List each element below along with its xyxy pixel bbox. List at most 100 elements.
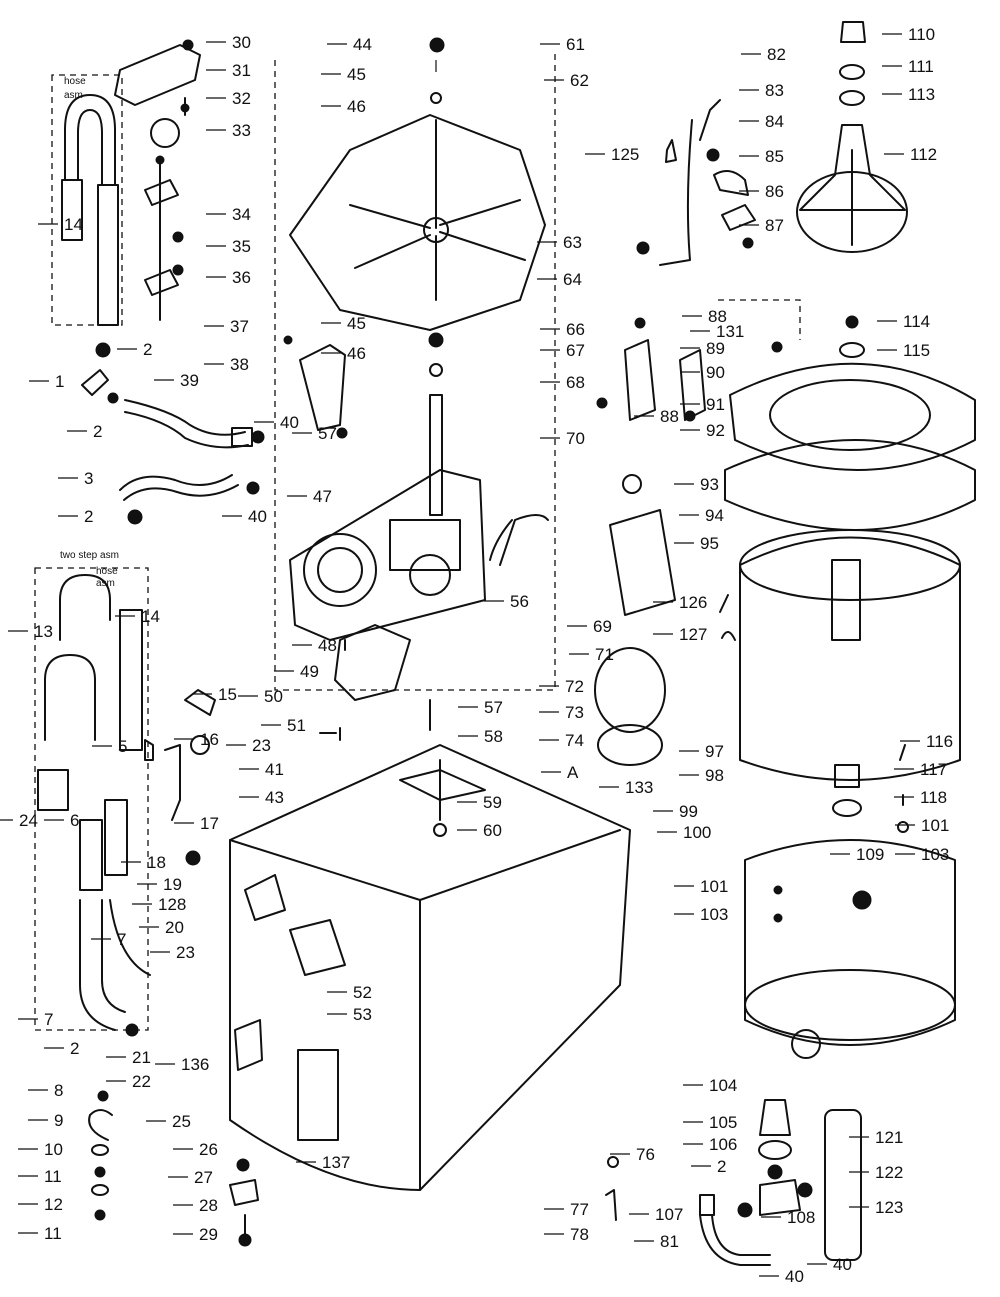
part-callout: 46 — [347, 97, 366, 116]
part-callout: 2 — [93, 422, 102, 441]
part-callout: 62 — [570, 71, 589, 90]
part-callout: 90 — [706, 363, 725, 382]
part-callout: 6 — [70, 811, 79, 830]
part-callout: 35 — [232, 237, 251, 256]
part-callout: 47 — [313, 487, 332, 506]
part-callout: 78 — [570, 1225, 589, 1244]
part-callout: 58 — [484, 727, 503, 746]
part-callout: 64 — [563, 270, 582, 289]
part-callout: 88 — [660, 407, 679, 426]
agitator-assembly-box — [274, 50, 556, 691]
part-callout: 44 — [353, 35, 372, 54]
part-callout: 23 — [252, 736, 271, 755]
part-callout: 33 — [232, 121, 251, 140]
part-callout: 108 — [787, 1208, 815, 1227]
part-callout: 43 — [265, 788, 284, 807]
part-callout: 103 — [921, 845, 949, 864]
part-callout: 22 — [132, 1072, 151, 1091]
suspension-parts — [596, 99, 783, 494]
part-callout: 17 — [200, 814, 219, 833]
part-callout: 40 — [280, 413, 299, 432]
part-callout: 95 — [700, 534, 719, 553]
part-callout: 118 — [920, 788, 947, 807]
part-callout: 2 — [143, 340, 152, 359]
motor-assembly — [594, 509, 736, 766]
part-callout: 31 — [232, 61, 251, 80]
part-callout: 34 — [232, 205, 251, 224]
part-callout: 20 — [165, 918, 184, 937]
part-callout: 27 — [194, 1168, 213, 1187]
part-callout: 76 — [636, 1145, 655, 1164]
part-callout: 37 — [230, 317, 249, 336]
part-callout: 45 — [347, 65, 366, 84]
part-callout: 59 — [483, 793, 502, 812]
part-callout: 136 — [181, 1055, 209, 1074]
part-callout: 89 — [706, 339, 725, 358]
part-callout: 57 — [484, 698, 503, 717]
part-callout: 84 — [765, 112, 784, 131]
part-callout: 7 — [117, 930, 126, 949]
part-callout: 68 — [566, 373, 585, 392]
part-callout: 2 — [717, 1157, 726, 1176]
agitator-cap-parts — [429, 37, 445, 104]
part-callout: 7 — [44, 1010, 53, 1029]
part-callout: 137 — [322, 1153, 350, 1172]
part-callout: 97 — [705, 742, 724, 761]
part-callout: 28 — [199, 1196, 218, 1215]
part-callout: 40 — [833, 1255, 852, 1274]
spin-basket-bottom — [289, 114, 546, 331]
part-callout: 77 — [570, 1200, 589, 1219]
part-callout: 67 — [566, 341, 585, 360]
part-callout: 99 — [679, 802, 698, 821]
part-callout: 8 — [54, 1081, 63, 1100]
part-callout: 25 — [172, 1112, 191, 1131]
part-callout: 19 — [163, 875, 182, 894]
part-callout: 16 — [200, 730, 219, 749]
part-callout: 98 — [705, 766, 724, 785]
part-callout: 48 — [318, 636, 337, 655]
part-callout: 123 — [875, 1198, 903, 1217]
part-callout: 127 — [679, 625, 707, 644]
part-callout: 113 — [908, 85, 935, 104]
part-callout: 40 — [785, 1267, 804, 1286]
part-callout: 105 — [709, 1113, 737, 1132]
part-callout: 121 — [875, 1128, 903, 1147]
part-callout: 11 — [44, 1167, 62, 1186]
part-callout: 30 — [232, 33, 251, 52]
part-callout: A — [567, 763, 579, 782]
tub-cover-and-ring — [724, 362, 976, 531]
part-callout: 13 — [34, 622, 53, 641]
part-callout: 29 — [199, 1225, 218, 1244]
part-callout: 94 — [705, 506, 724, 525]
part-callout: 38 — [230, 355, 249, 374]
hose-assembly-box-bottom — [34, 567, 149, 1031]
part-callout: 45 — [347, 314, 366, 333]
part-callout: 122 — [875, 1163, 903, 1182]
part-callout: 101 — [700, 877, 728, 896]
assembly-note: hose — [64, 76, 86, 87]
part-callout: 41 — [265, 760, 284, 779]
part-callout: 111 — [908, 57, 934, 76]
part-callout: 39 — [180, 371, 199, 390]
part-callout: 18 — [147, 853, 166, 872]
part-callout: 50 — [264, 687, 283, 706]
part-callout: 116 — [926, 732, 953, 751]
part-callout: 57 — [318, 424, 337, 443]
callout-leader-lines — [0, 33, 920, 1277]
part-callout: 85 — [765, 147, 784, 166]
part-callout: 14 — [141, 607, 160, 626]
drain-hose-lower — [37, 574, 154, 1037]
part-callout: 109 — [856, 845, 884, 864]
part-callout: 82 — [767, 45, 786, 64]
agitator — [796, 21, 908, 358]
part-callout: 60 — [483, 821, 502, 840]
part-callout: 2 — [70, 1039, 79, 1058]
part-callout: 133 — [625, 778, 653, 797]
part-callout: 115 — [903, 341, 930, 360]
part-callout: 107 — [655, 1205, 683, 1224]
part-callout: 131 — [716, 322, 744, 341]
part-callout: 106 — [709, 1135, 737, 1154]
part-callout: 91 — [706, 395, 725, 414]
transmission-assembly — [289, 332, 549, 741]
